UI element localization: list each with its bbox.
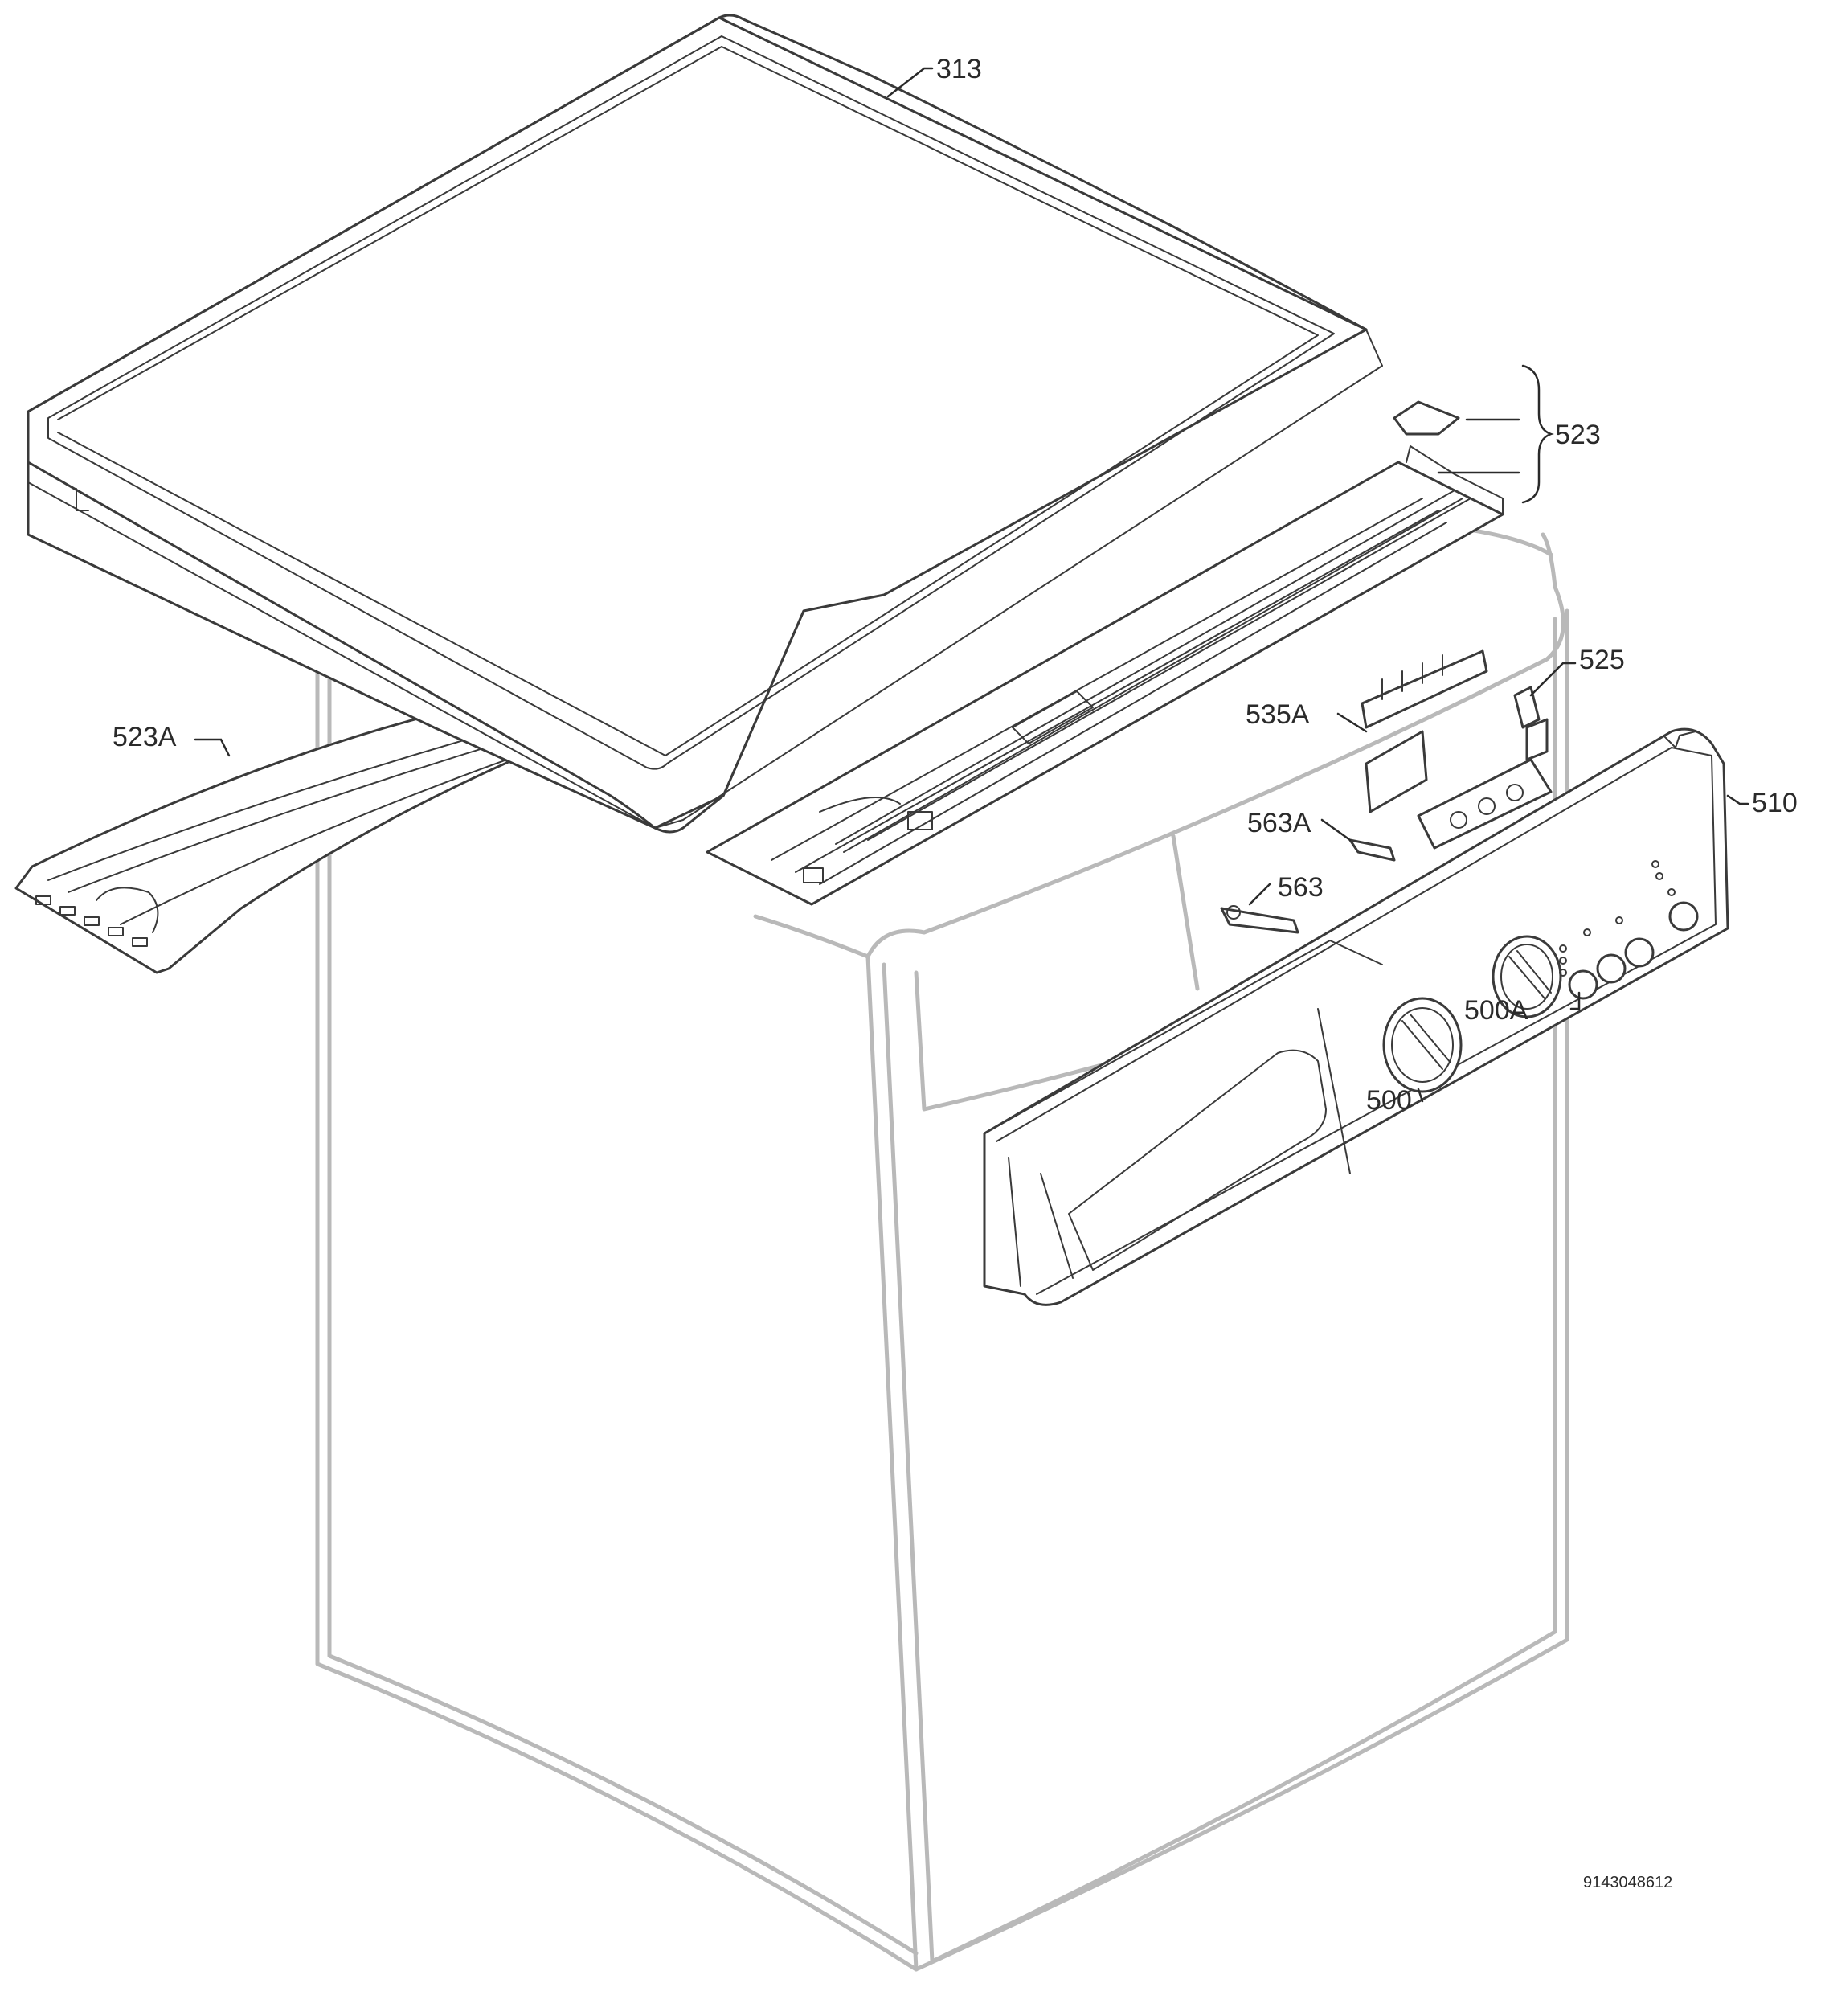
document-number: 9143048612 [1583,1874,1672,1891]
knob-500 [1382,997,1463,1093]
callout-523: 523 [1555,420,1601,450]
callout-500: 500 [1366,1085,1412,1116]
callout-313: 313 [936,54,982,84]
top-lid-part [27,14,1383,834]
clip-part [1393,400,1460,436]
switch-assembly-part [1361,649,1553,850]
pin-parts [1220,838,1396,934]
callout-535A: 535A [1246,699,1310,730]
callout-525: 525 [1579,645,1625,675]
callout-523A: 523A [113,722,177,752]
callout-labels: 313 523 523A 525 535A 510 563A 563 500A … [113,54,1798,1891]
panel-frame-part [706,445,1504,906]
callout-563: 563 [1278,872,1324,903]
callout-500A: 500A [1464,995,1528,1026]
callout-510: 510 [1752,788,1798,818]
callout-563A: 563A [1247,808,1311,838]
knob-500A [1492,935,1562,1018]
cabinet-outline [315,520,1569,1972]
control-panel-part [983,727,1729,1306]
leader-lines [194,67,1749,1103]
